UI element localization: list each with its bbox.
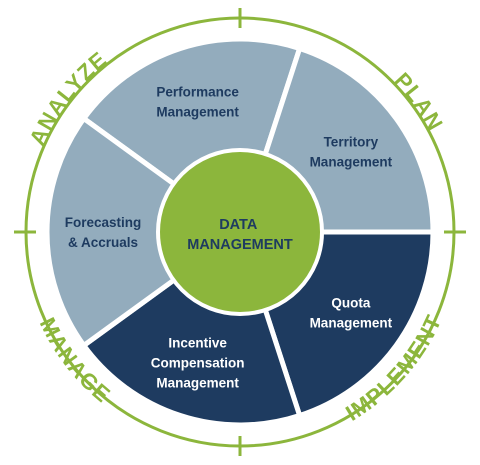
segment-label-line: Compensation (151, 355, 245, 370)
hub-label-line2: MANAGEMENT (187, 237, 293, 253)
segment-label-line: Management (156, 375, 239, 390)
segment-label-line: Management (310, 154, 393, 169)
svg-text:DATA MANAGEMENT: DATA MANAGEMENT (187, 217, 293, 253)
hub-label-line1: DATA (219, 217, 258, 233)
segment-label-line: Incentive (168, 335, 227, 350)
segment-label-line: Quota (331, 296, 370, 311)
data-management-hub (156, 148, 324, 316)
segment-label-line: & Accruals (68, 235, 138, 250)
segment-label-line: Management (310, 316, 393, 331)
segment-label-line: Performance (156, 85, 239, 100)
segment-label-line: Territory (324, 134, 379, 149)
segment-label-line: Management (156, 105, 239, 120)
segment-label-line: Forecasting (65, 215, 142, 230)
segment-label-forecasting: Forecasting & Accruals (65, 215, 142, 250)
